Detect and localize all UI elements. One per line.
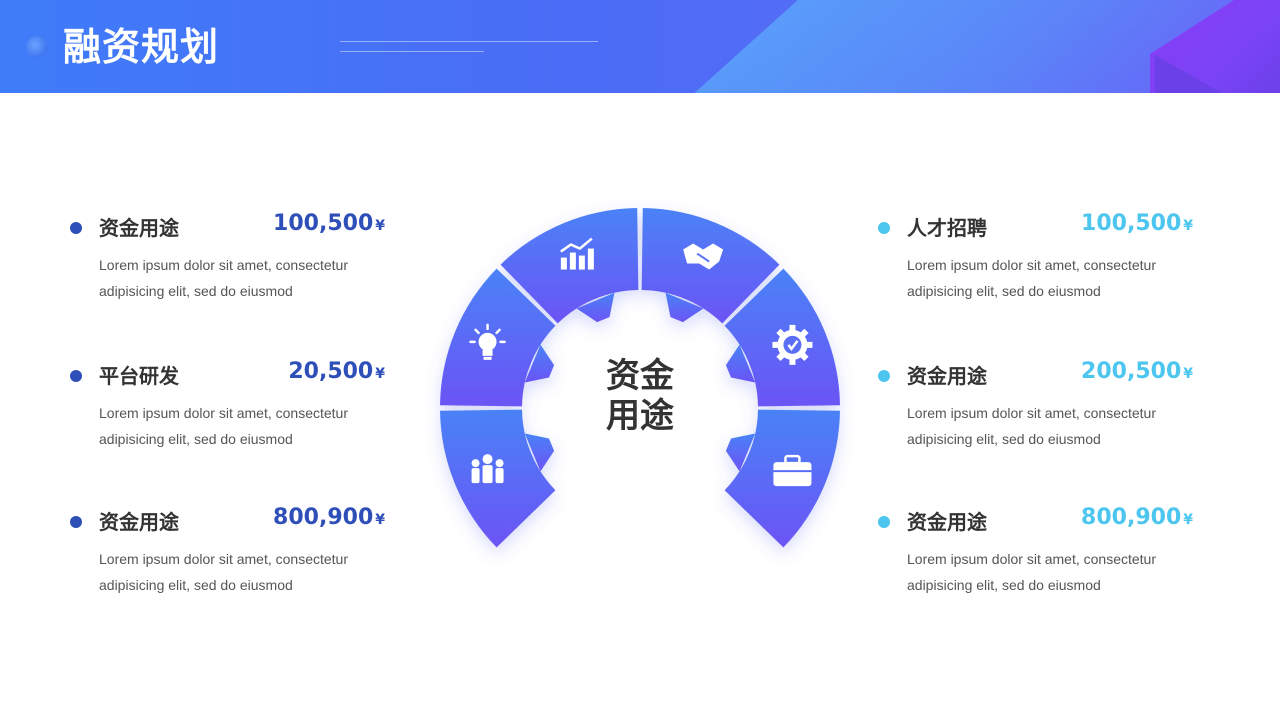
item-amount: 100,500¥ <box>1081 211 1193 236</box>
center-label-line: 资金 <box>606 356 674 396</box>
item-description: Lorem ipsum dolor sit amet, consectetur … <box>907 257 1156 299</box>
item-description: Lorem ipsum dolor sit amet, consectetur … <box>907 405 1156 447</box>
header-banner: 融资规划 <box>0 0 1280 93</box>
item-description: Lorem ipsum dolor sit amet, consectetur … <box>99 405 348 447</box>
center-label-line: 用途 <box>606 396 674 436</box>
bullet-dot <box>878 516 890 528</box>
wheel-tooth <box>524 344 555 383</box>
team-icon <box>471 454 504 484</box>
handshake-icon <box>683 243 724 270</box>
item-amount: 100,500¥ <box>273 211 385 236</box>
lightbulb-icon <box>469 323 506 360</box>
item-description: Lorem ipsum dolor sit amet, consectetur … <box>907 551 1156 593</box>
item-label: 平台研发 <box>99 364 179 388</box>
bar-chart-icon <box>560 237 594 270</box>
item-label: 资金用途 <box>99 510 179 534</box>
item-amount: 200,500¥ <box>1081 359 1193 384</box>
briefcase-icon <box>773 454 812 487</box>
funding-item: 资金用途 100,500¥ Lorem ipsum dolor sit amet… <box>70 211 390 312</box>
funding-item: 平台研发 20,500¥ Lorem ipsum dolor sit amet,… <box>70 359 390 460</box>
header-line <box>340 51 484 52</box>
header-line <box>340 41 598 42</box>
wheel-segment <box>440 268 556 407</box>
item-description: Lorem ipsum dolor sit amet, consectetur … <box>99 257 348 299</box>
item-amount: 20,500¥ <box>288 359 385 384</box>
bullet-dot <box>70 222 82 234</box>
wheel-tooth <box>576 292 615 323</box>
wheel-tooth <box>665 292 704 323</box>
wheel-tooth <box>725 433 756 472</box>
header-dot <box>26 36 48 58</box>
bullet-dot <box>878 222 890 234</box>
gear-check-icon <box>772 324 813 365</box>
item-label: 人才招聘 <box>907 216 987 240</box>
item-description: Lorem ipsum dolor sit amet, consectetur … <box>99 551 348 593</box>
wheel-tooth <box>524 433 555 472</box>
page-title: 融资规划 <box>63 25 220 69</box>
funding-item: 资金用途 800,900¥ Lorem ipsum dolor sit amet… <box>70 505 390 606</box>
funding-wheel <box>440 208 840 548</box>
funding-item: 人才招聘 100,500¥ Lorem ipsum dolor sit amet… <box>878 211 1198 312</box>
funding-item: 资金用途 200,500¥ Lorem ipsum dolor sit amet… <box>878 359 1198 460</box>
item-label: 资金用途 <box>99 216 179 240</box>
funding-item: 资金用途 800,900¥ Lorem ipsum dolor sit amet… <box>878 505 1198 606</box>
item-label: 资金用途 <box>907 364 987 388</box>
wheel-segment <box>500 208 639 324</box>
wheel-tooth <box>725 344 756 383</box>
wheel-center-label: 资金 用途 <box>560 356 720 436</box>
item-amount: 800,900¥ <box>273 505 385 530</box>
item-label: 资金用途 <box>907 510 987 534</box>
bullet-dot <box>70 516 82 528</box>
item-amount: 800,900¥ <box>1081 505 1193 530</box>
bullet-dot <box>878 370 890 382</box>
bullet-dot <box>70 370 82 382</box>
